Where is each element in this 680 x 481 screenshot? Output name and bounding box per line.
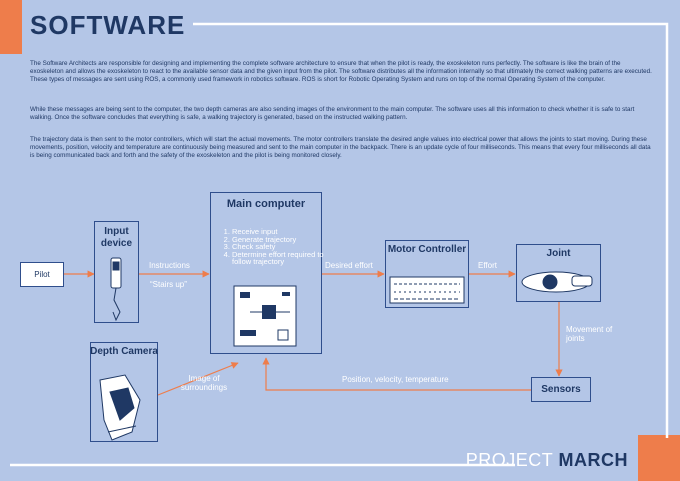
computer-board-illustration [233, 285, 297, 347]
joint-label: Joint [546, 248, 571, 259]
sensors-label: Sensors [541, 384, 581, 395]
flow-instructions: Instructions [149, 261, 190, 270]
camera-paragraph: While these messages are being sent to t… [30, 106, 635, 122]
project-march-logo: PROJECT MARCH [466, 450, 628, 471]
page-title: SOFTWARE [30, 10, 186, 40]
flow-effort: Effort [478, 261, 497, 270]
step-item: Receive input [232, 228, 332, 236]
depth-camera-label: Depth Camera [90, 346, 158, 357]
flow-stairs-up: “Stairs up” [150, 280, 187, 289]
step-item: Generate trajectory [232, 235, 332, 244]
joint-illustration [521, 271, 593, 293]
input-device-box [94, 221, 139, 323]
main-computer-box [210, 192, 322, 354]
logo-project-text: PROJECT [465, 450, 553, 470]
pilot-box: Pilot [20, 262, 64, 287]
flow-movement-of-joints: Movement of joints [566, 325, 613, 343]
intro-paragraph: The Software Architects are responsible … [30, 60, 652, 84]
flow-desired-effort: Desired effort [325, 261, 373, 270]
arrow-sensors-to-computer [262, 357, 531, 391]
logo-march-text: MARCH [558, 450, 628, 470]
bottom-right-accent-block [638, 435, 680, 481]
trajectory-paragraph: The trajectory data is then sent to the … [30, 136, 651, 160]
top-left-accent-block [0, 0, 22, 54]
depth-camera-illustration [99, 374, 141, 441]
computer-steps-list: Receive input Generate trajectory Check … [222, 228, 332, 266]
flow-image-of-surroundings: Image of surroundings [180, 374, 228, 392]
frame-line [193, 22, 669, 438]
step-item: Check safety [232, 243, 332, 251]
input-device-label: Input device [100, 226, 133, 249]
motor-controller-box [385, 240, 469, 308]
motor-controller-label: Motor Controller [387, 244, 467, 255]
step-item: Determine effort required to follow traj… [232, 250, 332, 266]
flow-position-velocity-temperature: Position, velocity, temperature [342, 375, 449, 384]
depth-camera-box [90, 342, 158, 442]
input-device-illustration [110, 257, 122, 322]
arrow-camera-to-computer [157, 362, 239, 396]
motor-controller-illustration [389, 276, 465, 304]
joint-box [516, 244, 601, 302]
main-computer-label: Main computer [226, 198, 306, 210]
sensors-box [531, 377, 591, 402]
